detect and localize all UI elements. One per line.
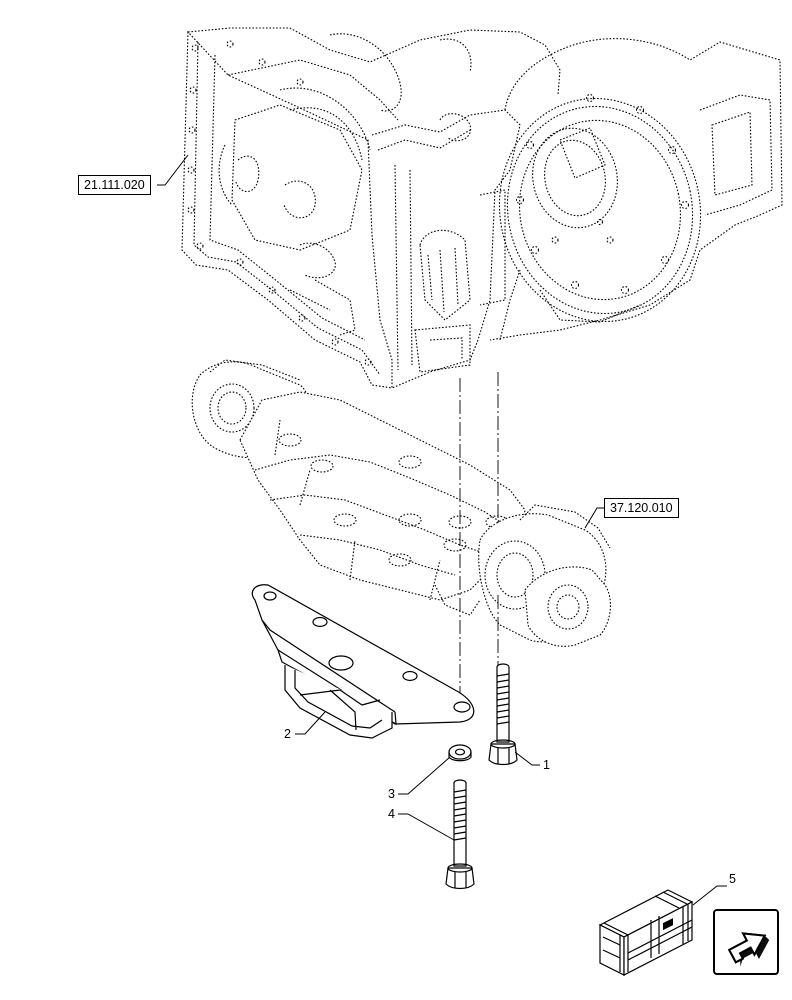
kit-crate-icon bbox=[598, 889, 694, 976]
callout-3: 3 bbox=[388, 787, 395, 801]
reference-number-lower: 37.120.010 bbox=[610, 501, 673, 515]
callout-5: 5 bbox=[729, 872, 736, 886]
reference-box-upper[interactable]: 21.111.020 bbox=[78, 175, 151, 195]
navigation-arrow-icon bbox=[727, 932, 770, 967]
leader-lines bbox=[157, 154, 727, 906]
callout-2: 2 bbox=[284, 727, 291, 741]
assembly-center-lines bbox=[459, 372, 499, 705]
rear-cover-flywheel bbox=[479, 38, 783, 341]
navigation-arrow-button[interactable] bbox=[713, 909, 779, 975]
part-2-bracket bbox=[251, 584, 475, 739]
transmission-housing bbox=[181, 27, 561, 389]
axle-support bbox=[191, 359, 611, 647]
part-4-bolt bbox=[445, 779, 475, 890]
callout-4: 4 bbox=[388, 807, 395, 821]
reference-box-lower[interactable]: 37.120.010 bbox=[604, 498, 679, 518]
part-3-washer bbox=[448, 744, 472, 762]
reference-number-upper: 21.111.020 bbox=[84, 178, 145, 192]
part-1-bolt bbox=[488, 663, 518, 766]
callout-1: 1 bbox=[543, 758, 550, 772]
